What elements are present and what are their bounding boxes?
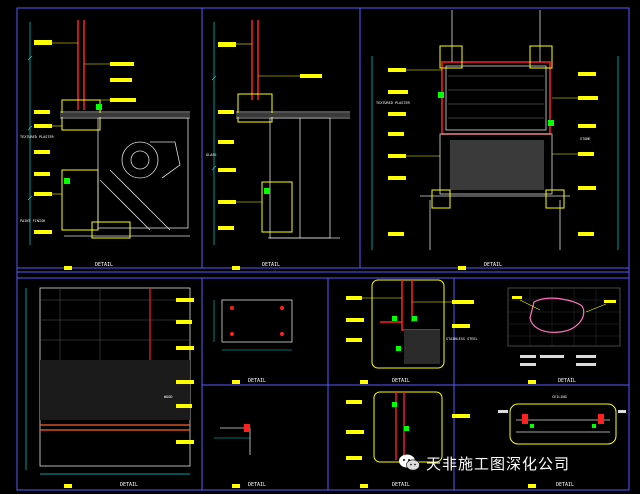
panel-2-title: DETAIL (262, 262, 280, 268)
detail-panel-2: DETAIL GLASS (206, 20, 350, 268)
panel-6-stainless: STAINLESS STEEL (446, 337, 478, 341)
detail-panel-1: DETAIL TEXTURED PLASTER PAINT FINISH (20, 20, 190, 268)
panel-2-glass: GLASS (206, 153, 217, 157)
watermark: 天非施工图深化公司 (398, 450, 634, 476)
detail-panel-7: DETAIL (507, 287, 621, 384)
panel-5b-title: DETAIL (248, 482, 266, 488)
detail-panel-8: DETAIL CEILING (498, 395, 626, 488)
detail-panel-6: DETAIL DETAIL STAINLESS STEEL (346, 279, 478, 488)
title-strip-markers (64, 266, 536, 488)
panel-7-title: DETAIL (558, 378, 576, 384)
panel-3-textured-plaster: TEXTURED PLASTER (376, 101, 411, 105)
panel-3-title: DETAIL (484, 262, 502, 268)
panel-1-title: DETAIL (95, 262, 113, 268)
panel-4-wood: WOOD (164, 395, 172, 399)
panel-1-textured-plaster: TEXTURED PLASTER (20, 135, 55, 139)
panel-8-ceiling: CEILING (552, 395, 567, 399)
watermark-text: 天非施工图深化公司 (426, 454, 571, 473)
detail-panel-5: DETAIL DETAIL (213, 299, 293, 488)
panel-6-title: DETAIL (392, 378, 410, 384)
panel-6b-title: DETAIL (392, 482, 410, 488)
panel-3-stone: STONE (580, 137, 591, 141)
panel-1-paint-finish: PAINT FINISH (20, 219, 45, 223)
detail-panel-4: DETAIL WOOD (25, 287, 194, 488)
panel-4-title: DETAIL (120, 482, 138, 488)
detail-panel-3: DETAIL TEXTURED PLASTER STONE (371, 10, 619, 268)
wechat-icon (399, 454, 420, 471)
sheet-frame (16, 7, 630, 491)
panel-8-title: DETAIL (556, 482, 574, 488)
panel-5-title: DETAIL (248, 378, 266, 384)
